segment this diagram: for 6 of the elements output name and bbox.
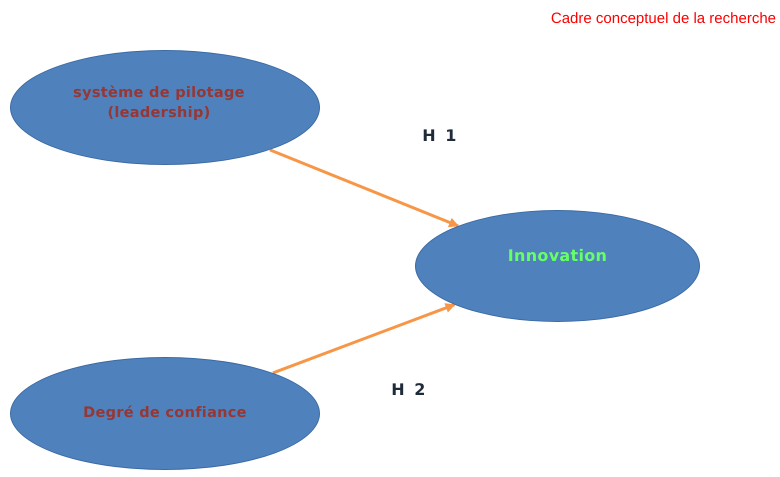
arrow <box>272 303 456 374</box>
node-label: Degré de confiance <box>83 404 247 423</box>
node-label: système de pilotage (leadership) <box>72 84 246 122</box>
diagram-title: Cadre conceptuel de la recherche <box>550 10 776 27</box>
node-label: Innovation <box>508 245 608 267</box>
arrow <box>269 148 460 228</box>
